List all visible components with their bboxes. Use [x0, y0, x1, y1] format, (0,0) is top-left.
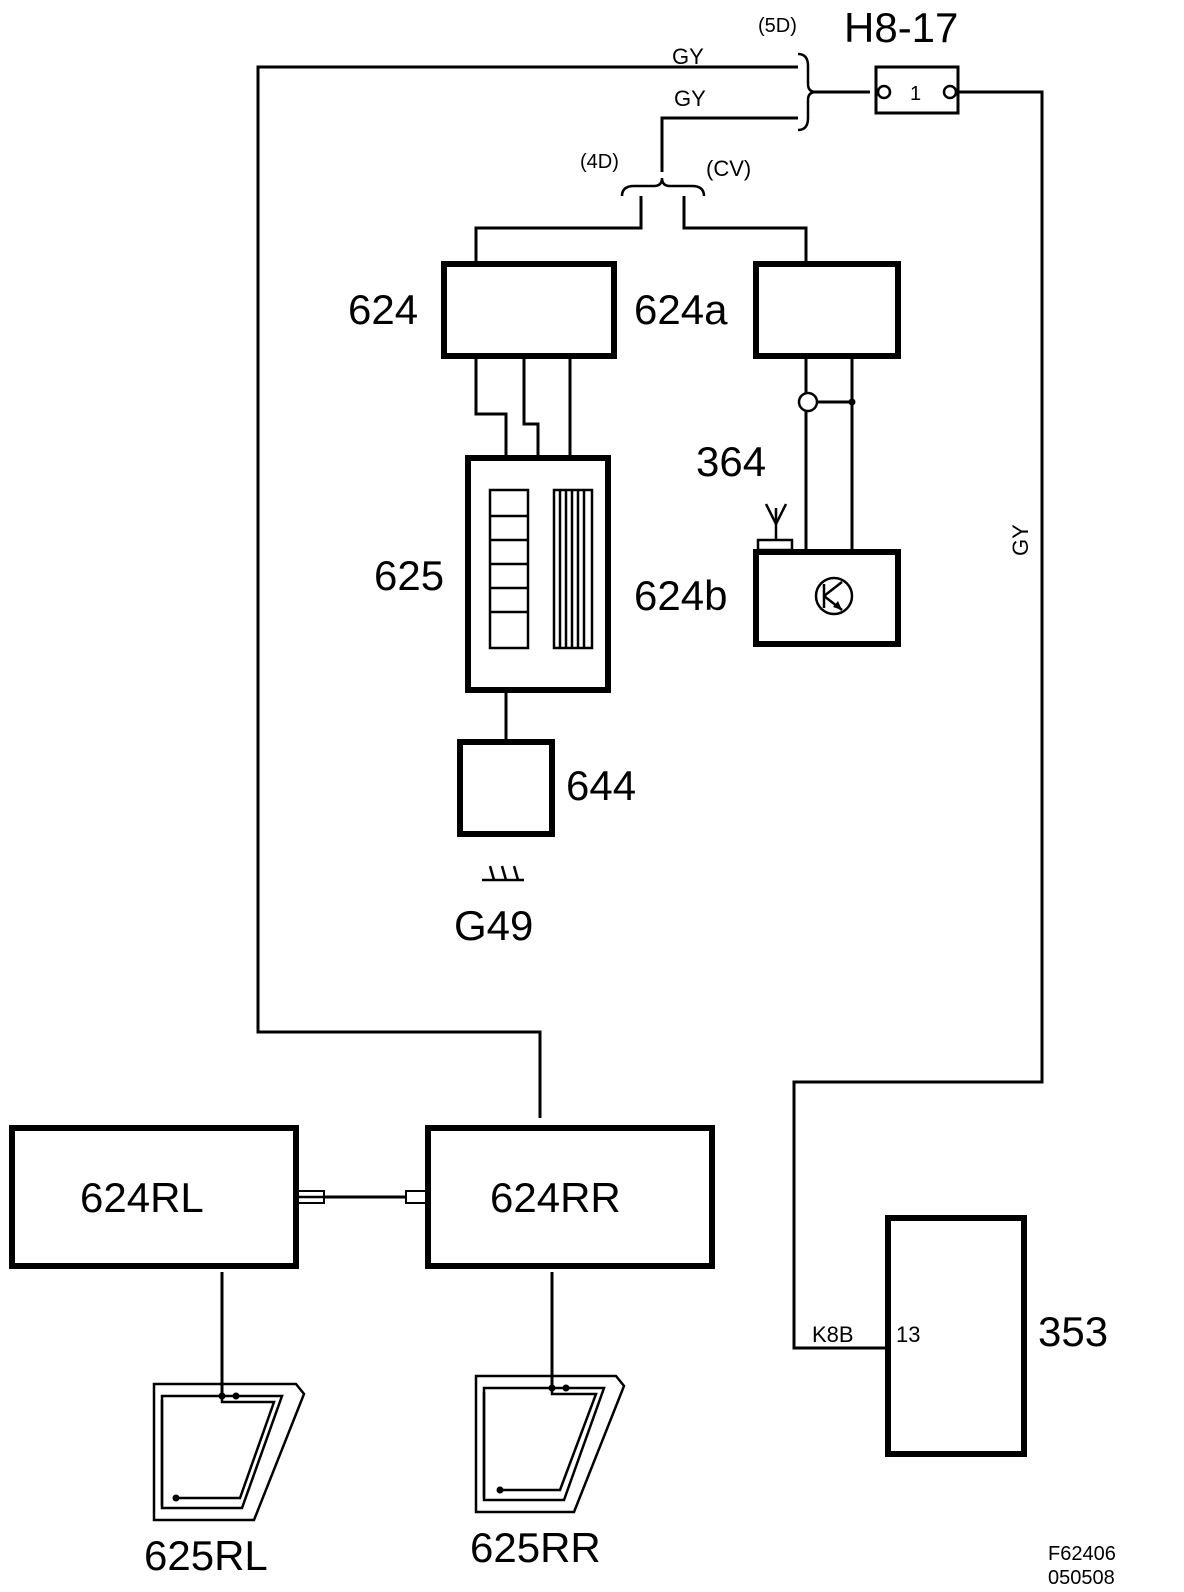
label-625rl: 625RL	[144, 1532, 268, 1579]
box-624	[441, 261, 617, 359]
box-644	[457, 739, 555, 837]
rear-window-heater-625rl	[152, 1382, 306, 1522]
variant-5d-label: (5D)	[758, 15, 797, 37]
connector-plugs	[297, 1190, 427, 1204]
label-624a: 624a	[634, 286, 728, 333]
wire-gy-center	[660, 116, 798, 172]
transistor-icon	[814, 576, 854, 616]
fuse-h8-17	[874, 65, 960, 115]
ground-icon	[482, 865, 524, 882]
box-624a	[753, 261, 901, 359]
box-624rl	[9, 1125, 299, 1269]
wire-color-label-1: GY	[672, 44, 704, 69]
fuse-number: 1	[910, 83, 921, 105]
box-353	[885, 1215, 1027, 1457]
connector-pin-label: 13	[896, 1322, 920, 1347]
heater-element-625	[488, 488, 594, 650]
bracket-4d-cv	[620, 177, 706, 197]
antenna-icon	[756, 391, 856, 552]
label-625: 625	[374, 552, 444, 599]
label-g49: G49	[454, 902, 533, 949]
box-624rr	[425, 1125, 715, 1269]
label-625rr: 625RR	[470, 1524, 601, 1571]
label-624: 624	[348, 286, 418, 333]
wire-gy-right	[792, 90, 1044, 1350]
label-364: 364	[696, 438, 766, 485]
wire-color-label-right: GY	[1008, 524, 1033, 556]
figure-code: F62406	[1048, 1543, 1116, 1565]
variant-4d-label: (4D)	[580, 151, 619, 173]
wire-gy-left-loop	[256, 65, 798, 1118]
bracket-5d	[797, 52, 817, 132]
label-624rl: 624RL	[80, 1174, 204, 1221]
wires	[220, 65, 1044, 1396]
wire-to-624a	[682, 196, 808, 262]
variant-cv-label: (CV)	[706, 156, 751, 181]
wire-to-624	[474, 196, 643, 262]
fuse-label: H8-17	[844, 4, 958, 51]
rear-window-heater-625rr	[474, 1374, 626, 1514]
connector-k8b-label: K8B	[812, 1322, 854, 1347]
box-624b	[753, 549, 901, 647]
label-644: 644	[566, 762, 636, 809]
wire-color-label-2: GY	[674, 86, 706, 111]
label-353: 353	[1038, 1308, 1108, 1355]
figure-date: 050508	[1048, 1567, 1115, 1589]
label-624b: 624b	[634, 572, 727, 619]
splice-brackets	[620, 52, 817, 197]
label-624rr: 624RR	[490, 1174, 621, 1221]
